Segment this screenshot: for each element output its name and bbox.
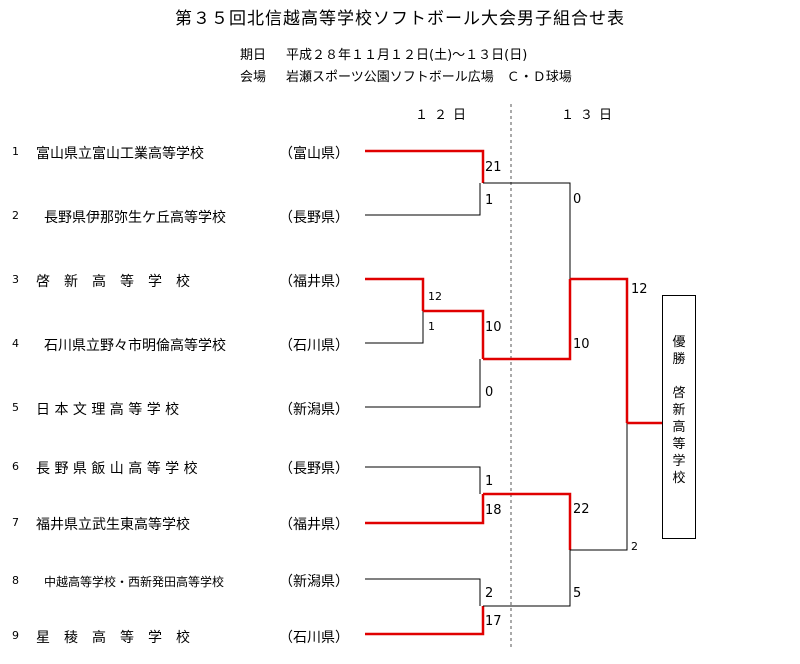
team-school: 富山県立富山工業高等学校 — [36, 146, 204, 162]
score: 22 — [573, 502, 590, 517]
team-prefecture: （福井県） — [279, 274, 349, 290]
team-number: 1 — [12, 145, 19, 158]
score: 2 — [485, 586, 494, 601]
team-prefecture: （新潟県） — [279, 574, 349, 590]
page-title: 第３５回北信越高等学校ソフトボール大会男子組合せ表 — [175, 9, 625, 29]
team-school: 中越高等学校・西新発田高等学校 — [44, 575, 225, 589]
team-prefecture: （富山県） — [279, 146, 349, 162]
score: 1 — [428, 320, 435, 333]
team-prefecture: （福井県） — [279, 517, 349, 533]
team-prefecture: （石川県） — [279, 630, 349, 646]
bracket-line-team8 — [365, 578, 481, 606]
bracket-line-match-e — [483, 550, 571, 607]
score: 0 — [573, 192, 582, 207]
team-prefecture: （長野県） — [279, 461, 349, 477]
bracket-line-team7 — [365, 494, 485, 525]
champion-char: 新 — [672, 403, 686, 418]
team-prefecture: （長野県） — [279, 210, 349, 226]
venue-label: 会場 — [240, 70, 267, 85]
champion-char: 等 — [672, 437, 686, 452]
champion-label: 優勝 — [663, 334, 695, 368]
venue-value: 岩瀬スポーツ公園ソフトボール広場 Ｃ・Ｄ球場 — [286, 70, 572, 85]
score: 1 — [485, 193, 494, 208]
bracket-line-team4 — [365, 311, 424, 344]
champion-text: 優勝 啓新高等学校 — [663, 334, 695, 487]
team-school: 日 本 文 理 高 等 学 校 — [36, 402, 180, 418]
score: 0 — [485, 385, 494, 400]
day1-label: １２日 — [415, 108, 473, 123]
score: 12 — [428, 290, 442, 303]
champion-school: 啓新高等学校 — [663, 385, 695, 487]
score: 10 — [573, 337, 590, 352]
team-number: 8 — [12, 574, 19, 587]
bracket-line-team2 — [365, 183, 481, 216]
team-number: 4 — [12, 337, 19, 350]
score: 12 — [631, 282, 648, 297]
team-prefecture: （新潟県） — [279, 402, 349, 418]
bracket-line-team1 — [365, 149, 485, 183]
team-school: 福井県立武生東高等学校 — [36, 517, 190, 533]
champion-char: 勝 — [672, 352, 686, 367]
champion-char: 啓 — [672, 386, 686, 401]
score: 2 — [631, 540, 638, 553]
champion-char: 学 — [672, 454, 686, 469]
date-value: 平成２８年１１月１２日(土)～１３日(日) — [286, 48, 528, 63]
score: 10 — [485, 320, 502, 335]
team-school: 石川県立野々市明倫高等学校 — [44, 338, 226, 354]
bracket-line-team3 — [365, 277, 425, 311]
team-school: 啓 新 高 等 学 校 — [36, 274, 190, 290]
champion-box: 優勝 啓新高等学校 — [662, 295, 696, 539]
champion-char: 高 — [672, 420, 686, 435]
score: 18 — [485, 503, 502, 518]
score: 17 — [485, 614, 502, 629]
score: 1 — [485, 474, 494, 489]
team-number: 5 — [12, 401, 19, 414]
bracket-line-semifinal1 — [570, 277, 629, 423]
bracket-line-team5 — [365, 359, 481, 408]
bracket-line-semifinal2 — [570, 423, 628, 551]
team-number: 2 — [12, 209, 19, 222]
day2-label: １３日 — [561, 108, 619, 123]
team-number: 6 — [12, 460, 19, 473]
team-number: 9 — [12, 629, 19, 642]
team-number: 3 — [12, 273, 19, 286]
team-school: 長野県伊那弥生ケ丘高等学校 — [44, 210, 226, 226]
score: 5 — [573, 586, 582, 601]
bracket-line-match-c — [483, 279, 572, 361]
bracket-line-team6 — [365, 466, 481, 494]
team-school: 星 稜 高 等 学 校 — [36, 630, 190, 646]
bracket-line-team9 — [365, 606, 485, 636]
bracket-line-match-a — [483, 182, 571, 279]
champion-char: 優 — [672, 335, 686, 350]
bracket-line-match-d — [483, 492, 572, 550]
bracket-line-match-b — [423, 309, 485, 359]
champion-char: 校 — [672, 471, 686, 486]
team-prefecture: （石川県） — [279, 338, 349, 354]
team-school: 長 野 県 飯 山 高 等 学 校 — [36, 461, 198, 477]
score: 21 — [485, 160, 502, 175]
date-label: 期日 — [240, 48, 267, 63]
team-number: 7 — [12, 516, 19, 529]
